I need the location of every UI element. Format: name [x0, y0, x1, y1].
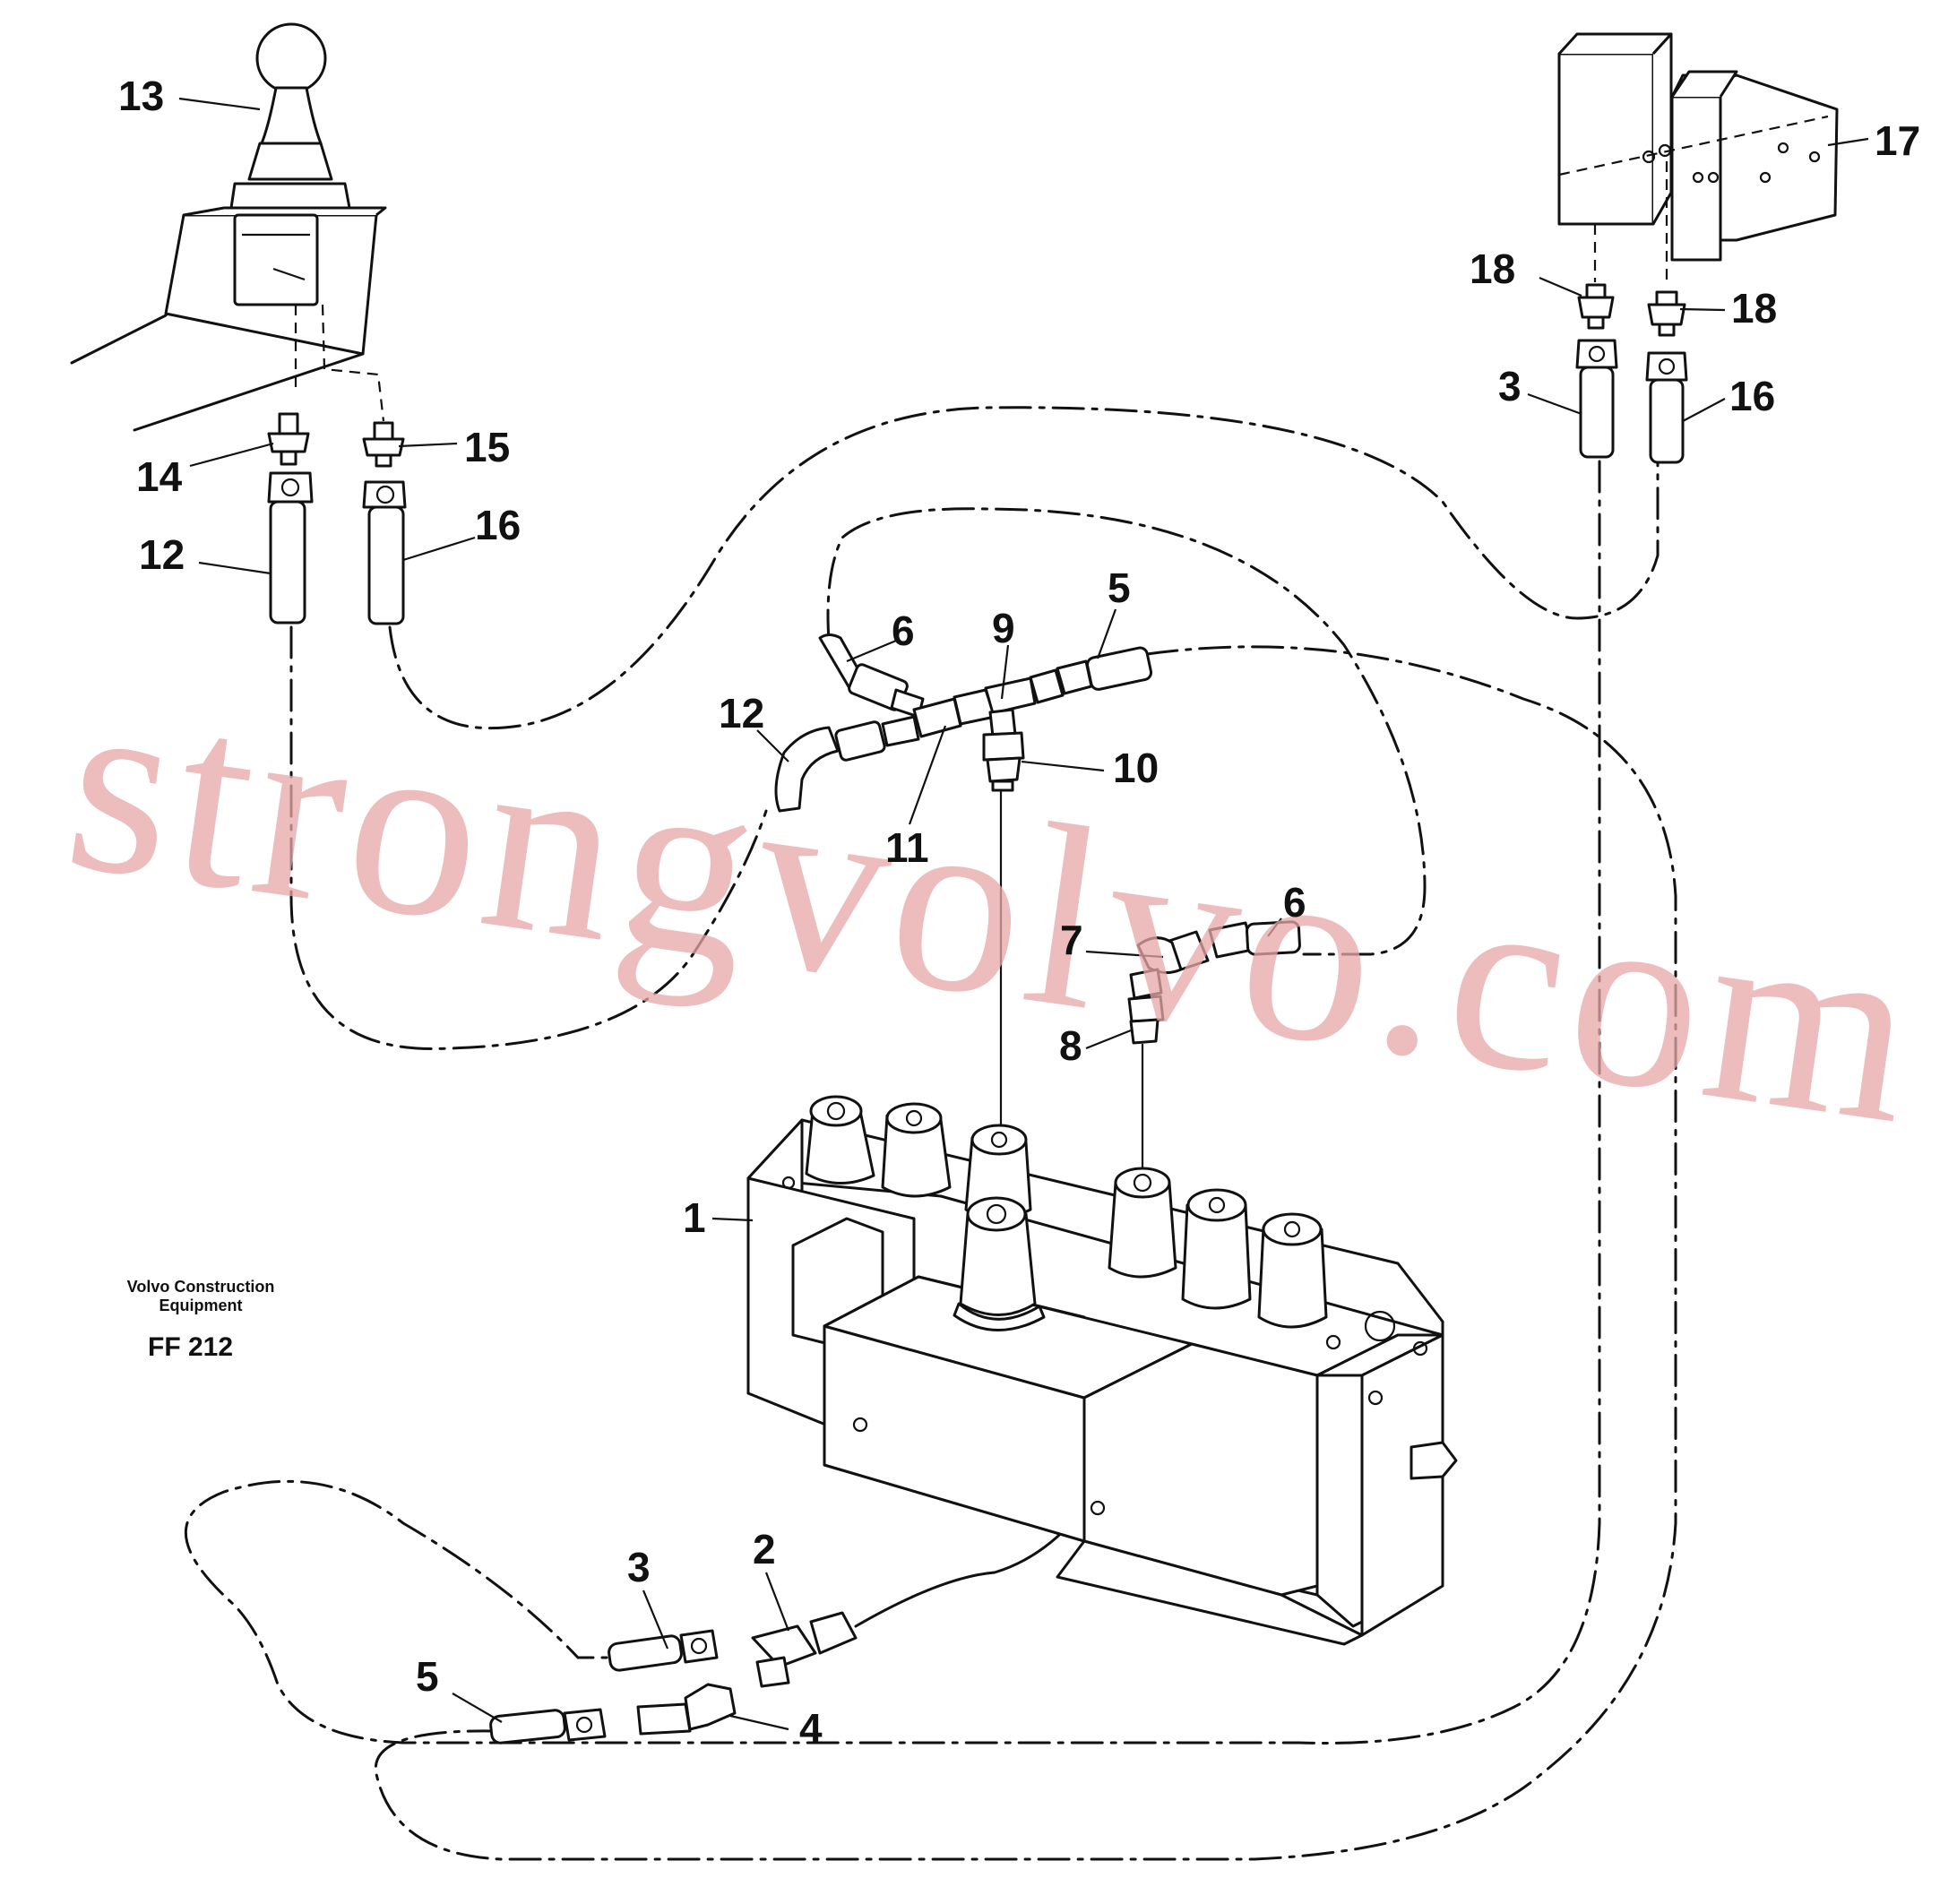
solenoid-back-2: [881, 1102, 952, 1198]
callout-9: 9: [992, 605, 1015, 651]
caption-block: Volvo Construction Equipment FF 212: [127, 1278, 275, 1362]
hose-route-3: [185, 460, 1601, 1745]
joystick-assembly: [70, 22, 407, 625]
callout-6-mid: 6: [1283, 879, 1306, 926]
solenoid-front-1: [953, 1196, 1046, 1331]
fitting-14: [267, 412, 310, 466]
pedal-valve-assembly: [1557, 32, 1839, 464]
leader-lines: [178, 97, 1869, 1731]
callout-1: 1: [683, 1194, 706, 1241]
callout-12-mid: 12: [719, 690, 764, 737]
callout-3-top: 3: [1498, 363, 1522, 409]
callout-15: 15: [464, 424, 510, 470]
solenoid-front-3: [1181, 1188, 1252, 1310]
callout-7: 7: [1060, 917, 1083, 963]
t-junction-assembly: [774, 633, 1153, 813]
callout-14: 14: [136, 453, 183, 500]
callout-17: 17: [1875, 117, 1920, 164]
callout-2: 2: [753, 1526, 776, 1572]
elbow-assembly: [1127, 920, 1301, 1045]
fitting-15: [362, 421, 405, 468]
solenoid-valve-block: [746, 1095, 1458, 1646]
caption-line-2: Equipment: [159, 1297, 243, 1314]
callout-13: 13: [118, 73, 164, 119]
fitting-18-right: [1647, 290, 1686, 337]
callout-16-left: 16: [475, 502, 521, 548]
callout-12-left: 12: [139, 531, 185, 578]
callout-11: 11: [885, 824, 929, 871]
callout-3-bottom: 3: [627, 1544, 651, 1590]
callout-18-right: 18: [1731, 285, 1777, 332]
hose-route-2: [854, 1517, 1077, 1628]
hose-route-12: [289, 625, 768, 1051]
solenoid-front-4: [1257, 1212, 1328, 1329]
callout-6-top: 6: [892, 607, 915, 654]
bottom-fittings: [489, 1611, 858, 1745]
caption-line-1: Volvo Construction: [127, 1278, 275, 1296]
callout-18-left: 18: [1470, 246, 1515, 292]
fitting-4: [636, 1683, 737, 1736]
hose-end-12: [267, 471, 314, 625]
callout-10: 10: [1113, 745, 1159, 791]
callout-8: 8: [1059, 1022, 1082, 1069]
hose-route-6: [826, 507, 1427, 956]
fitting-18-left: [1577, 283, 1615, 330]
hose-end-3-bottom: [608, 1629, 719, 1672]
fitting-2: [751, 1611, 858, 1688]
hose-route-5: [374, 645, 1677, 1861]
solenoid-front-2: [1108, 1167, 1177, 1279]
callout-4: 4: [799, 1705, 823, 1752]
hose-end-16: [362, 480, 407, 625]
callout-5-top: 5: [1108, 564, 1131, 611]
hose-end-3-top: [1575, 339, 1618, 459]
hose-end-5-bottom: [489, 1708, 607, 1745]
callout-labels: 13 14 15 16 12 17 18 18 3 16 6 9 5 12 10…: [118, 73, 1920, 1752]
hose-end-16-top: [1645, 351, 1688, 464]
figure-code: FF 212: [148, 1332, 233, 1362]
solenoid-back-1: [805, 1095, 875, 1185]
callout-16-right: 16: [1729, 373, 1775, 419]
callout-5-bottom: 5: [416, 1653, 439, 1700]
hose-route-16-left: [388, 406, 1660, 730]
